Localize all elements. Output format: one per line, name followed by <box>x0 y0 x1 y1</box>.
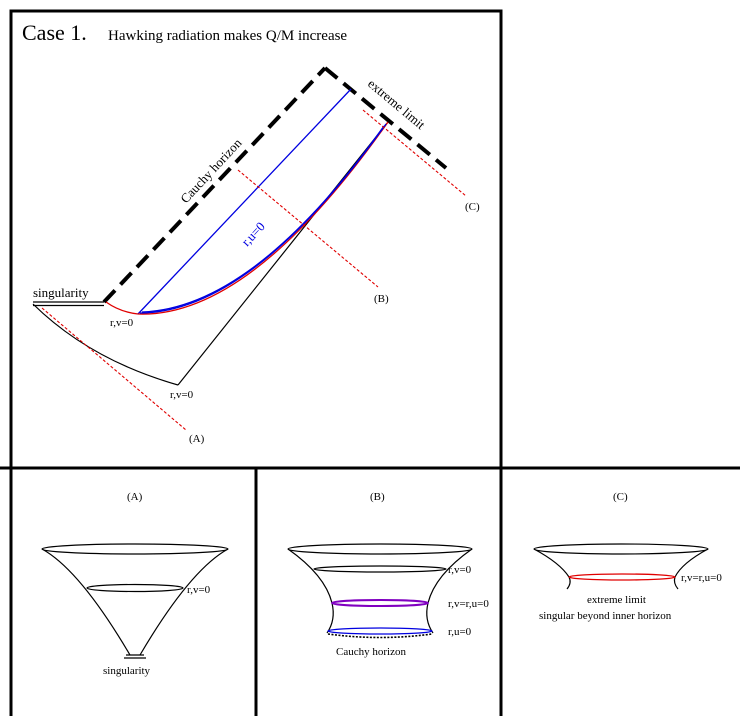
panel-b-rv-label: r,v=0 <box>448 564 472 576</box>
panel-c-top-ellipse <box>533 543 709 555</box>
extreme-limit-line <box>323 66 448 170</box>
early-red-segment <box>105 301 139 315</box>
marker-b-label: (B) <box>374 293 389 305</box>
panel-c-caption-2: singular beyond inner horizon <box>539 610 672 622</box>
slice-a-line <box>41 307 187 431</box>
title-text: Hawking radiation makes Q/M increase <box>108 28 347 44</box>
panel-b-rv-ru-label: r,v=r,u=0 <box>448 598 489 610</box>
panel-b-cauchy-label: Cauchy horizon <box>336 646 406 658</box>
penrose-diagram: Cauchy horizon extreme limit r,u=0 singu… <box>32 66 480 445</box>
panel-a-singularity-label: singularity <box>103 665 151 677</box>
lower-boundary-curve <box>32 303 179 386</box>
panel-a: (A) r,v=0 singularity <box>41 491 229 677</box>
panel-b-purple-ellipse <box>331 599 429 607</box>
panel-b-top-ellipse <box>287 543 473 555</box>
panel-b: (B) r,v=0 r,v=r,u=0 r,u=0 Cauchy horizon <box>287 491 489 658</box>
rv-zero-label-upper: r,v=0 <box>110 317 134 329</box>
panel-c-caption-1: extreme limit <box>587 594 646 606</box>
extreme-limit-label: extreme limit <box>365 76 428 133</box>
panel-b-right-profile <box>426 548 473 634</box>
panel-a-rv-ellipse <box>86 583 184 593</box>
panel-a-top-ellipse <box>41 543 229 555</box>
ru-zero-blue-curve <box>139 123 387 314</box>
marker-a-label: (A) <box>189 433 205 445</box>
panel-c-label: r,v=r,u=0 <box>681 572 722 584</box>
panel-c-left-profile <box>533 548 571 590</box>
panel-b-title: (B) <box>370 491 385 503</box>
panel-c-title: (C) <box>613 491 628 503</box>
panel-b-cauchy-dashed <box>327 633 433 639</box>
ru-zero-blue-curve-2 <box>141 125 385 313</box>
panel-b-left-profile <box>287 548 334 634</box>
title-case: Case 1. <box>22 20 87 45</box>
panel-b-ru-label: r,u=0 <box>448 626 472 638</box>
blue-null-line <box>137 88 352 315</box>
cauchy-horizon-label: Cauchy horizon <box>177 135 245 206</box>
rv-zero-red-curve <box>137 121 389 315</box>
cauchy-horizon-line <box>102 66 327 304</box>
panel-b-rv-ellipse <box>313 565 447 573</box>
panel-c-red-ellipse <box>568 573 676 581</box>
slice-c-line <box>362 109 467 197</box>
panel-a-cone-left <box>41 548 131 656</box>
singularity-label: singularity <box>33 285 89 300</box>
rv-zero-label-lower: r,v=0 <box>170 389 194 401</box>
panel-a-title: (A) <box>127 491 143 503</box>
slice-b-line <box>237 169 379 288</box>
panel-b-ru-ellipse <box>327 627 433 635</box>
marker-c-label: (C) <box>465 201 480 213</box>
ru-zero-label: r,u=0 <box>238 219 268 249</box>
panel-c: (C) r,v=r,u=0 extreme limit singular bey… <box>533 491 722 622</box>
panel-a-cone-right <box>139 548 229 656</box>
right-boundary-line <box>177 121 389 386</box>
panel-a-rv-label: r,v=0 <box>187 584 211 596</box>
